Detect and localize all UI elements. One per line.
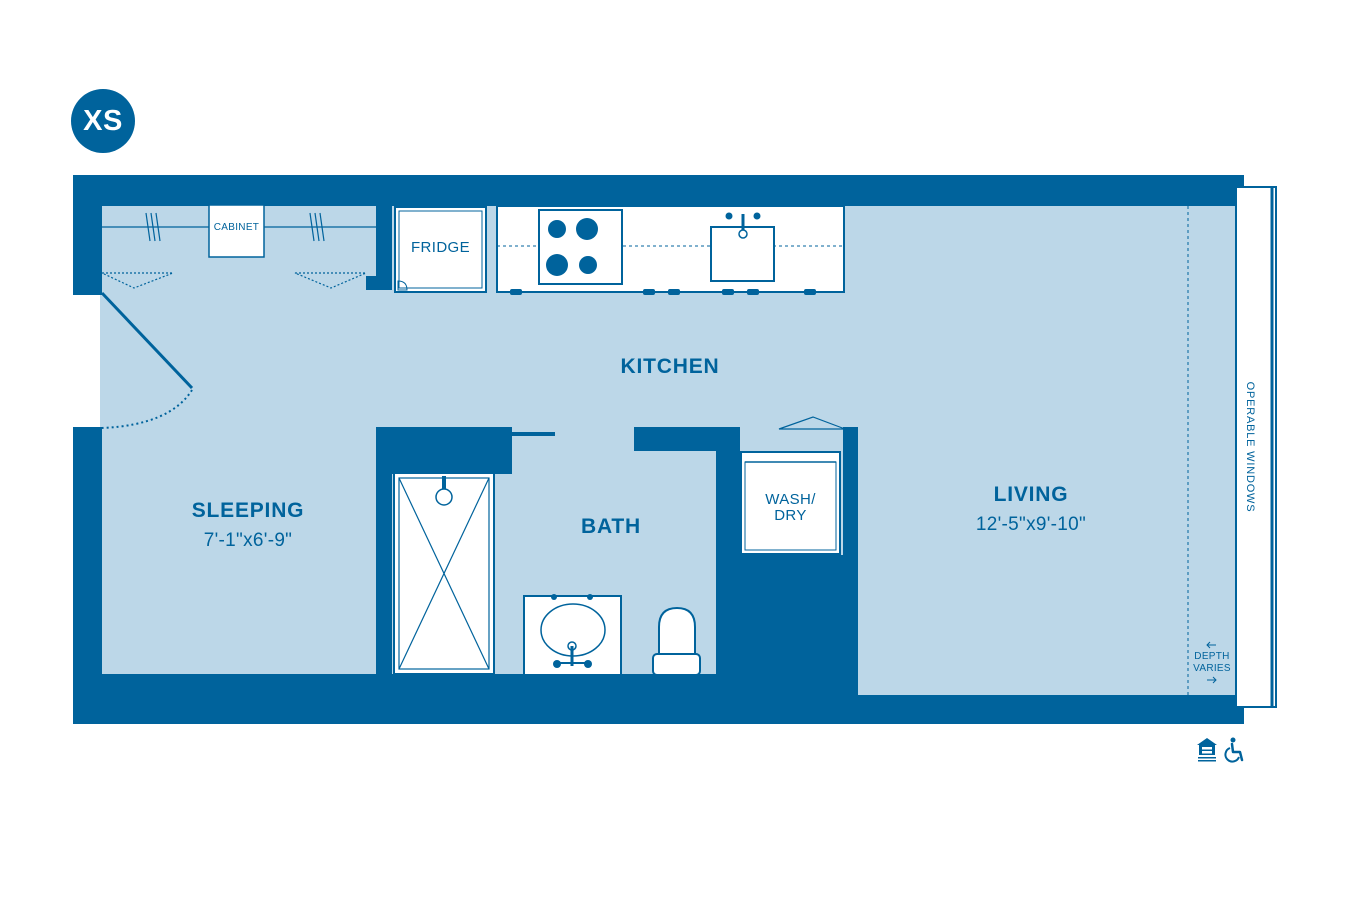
toilet <box>652 606 701 676</box>
sleeping-label: SLEEPING <box>191 499 305 522</box>
depth-varies-line2: VARIES <box>1193 663 1231 674</box>
operable-windows <box>1187 186 1277 708</box>
wheelchair-accessible-icon <box>1224 737 1244 763</box>
operable-windows-label: OPERABLE WINDOWS <box>1244 381 1256 513</box>
cabinet-box <box>208 204 265 258</box>
bath-door <box>392 427 555 438</box>
washer-dryer <box>740 416 846 555</box>
fridge <box>394 206 487 293</box>
shower <box>393 472 495 675</box>
living-dimensions: 12'-5"x9'-10" <box>975 514 1087 535</box>
equal-housing-opportunity-icon <box>1197 738 1217 762</box>
accessibility-icons <box>1196 737 1246 763</box>
bath-sink <box>523 594 622 676</box>
entry-door <box>100 291 194 429</box>
cabinet-label: CABINET <box>213 222 260 233</box>
wash-dry-label-line1: WASH/ <box>765 491 816 508</box>
kitchen-label: KITCHEN <box>620 355 720 378</box>
kitchen-sink <box>710 212 775 282</box>
fridge-label: FRIDGE <box>410 239 471 256</box>
bath-label: BATH <box>581 515 641 538</box>
cooktop <box>538 209 623 285</box>
depth-varies-arrows <box>1206 641 1217 684</box>
wash-dry-label-line2: DRY <box>774 507 807 524</box>
sleeping-dimensions: 7'-1"x6'-9" <box>203 530 293 551</box>
depth-varies-line1: DEPTH <box>1194 651 1230 662</box>
unit-type-badge: XS <box>71 89 135 153</box>
living-label: LIVING <box>993 483 1069 506</box>
exterior-walls <box>73 175 1244 724</box>
